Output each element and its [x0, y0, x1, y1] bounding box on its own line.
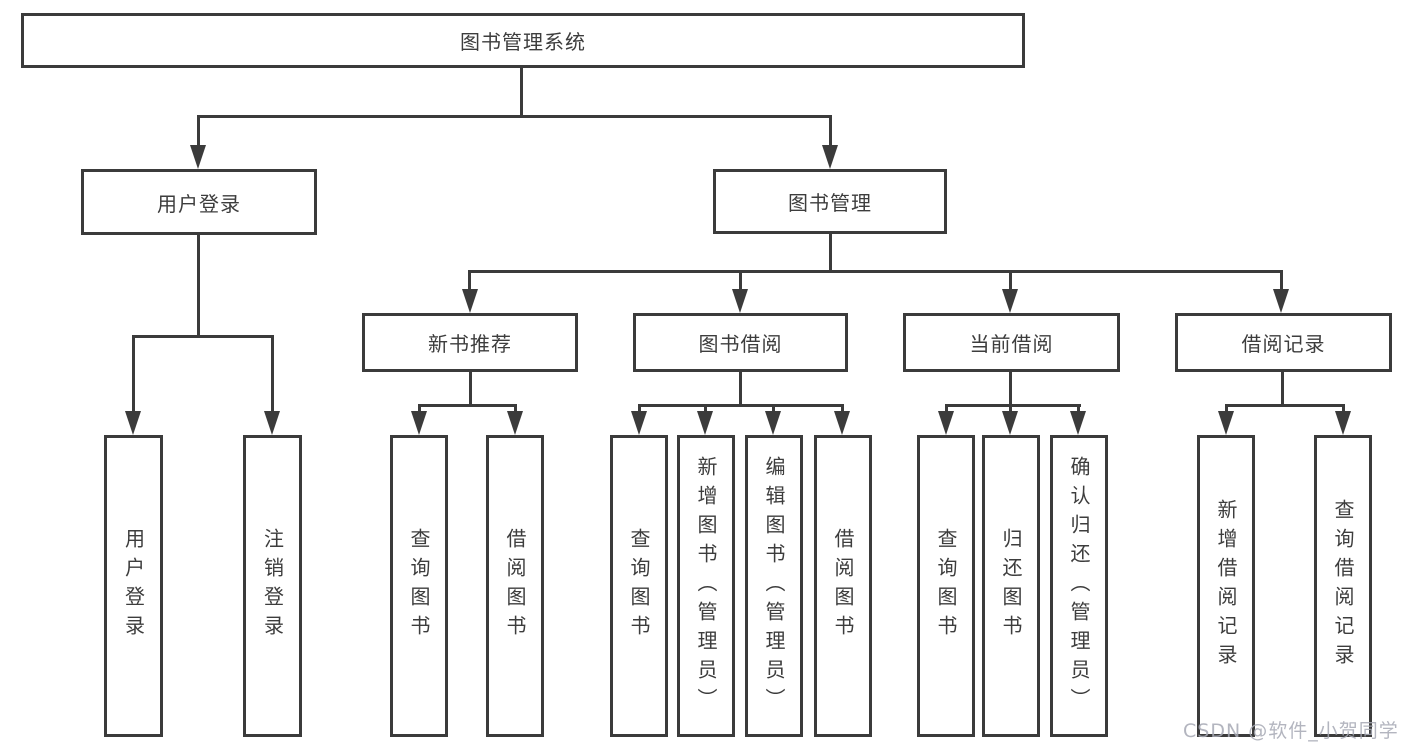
connector-borrowrecord-rail — [1225, 404, 1345, 407]
leaf-bb-edit-label: 编辑图书（管理员） — [762, 455, 786, 717]
connector-bookborrow-stem — [739, 372, 742, 406]
arrow-down-icon — [822, 145, 838, 169]
connector-bookmgmt-drop2 — [739, 270, 742, 289]
arrow-down-icon — [834, 411, 850, 435]
connector-newbook-drop2 — [514, 404, 517, 411]
connector-borrowrecord-drop1 — [1225, 404, 1228, 411]
node-borrow-record-label: 借阅记录 — [1241, 332, 1326, 356]
leaf-user-login: 用户登录 — [104, 435, 163, 737]
node-current-borrow: 当前借阅 — [903, 313, 1120, 372]
node-book-borrow: 图书借阅 — [633, 313, 848, 372]
leaf-logout: 注销登录 — [243, 435, 302, 737]
node-user-login: 用户登录 — [81, 169, 317, 235]
arrow-down-icon — [462, 289, 478, 313]
connector-bookmgmt-drop3 — [1009, 270, 1012, 289]
node-new-book: 新书推荐 — [362, 313, 578, 372]
node-borrow-record: 借阅记录 — [1175, 313, 1392, 372]
node-book-borrow-label: 图书借阅 — [698, 332, 783, 356]
connector-root-left-drop — [197, 115, 200, 145]
connector-currentborrow-rail — [945, 404, 1081, 407]
leaf-newbook-borrow-label: 借阅图书 — [503, 528, 527, 644]
connector-bookmgmt-drop4 — [1280, 270, 1283, 289]
node-book-mgmt-label: 图书管理 — [788, 191, 872, 215]
leaf-logout-label: 注销登录 — [260, 528, 285, 644]
arrow-down-icon — [732, 289, 748, 313]
leaf-cb-return: 归还图书 — [982, 435, 1040, 737]
arrow-down-icon — [1002, 289, 1018, 313]
connector-bookborrow-drop1 — [638, 404, 641, 411]
leaf-user-login-label: 用户登录 — [121, 528, 146, 644]
connector-bookmgmt-stem — [829, 234, 832, 273]
connector-currentborrow-drop3 — [1077, 404, 1080, 411]
node-user-login-label: 用户登录 — [157, 191, 241, 216]
arrow-down-icon — [190, 145, 206, 169]
connector-bookborrow-drop2 — [704, 404, 707, 411]
connector-userlogin-drop2 — [271, 335, 274, 411]
leaf-bb-query: 查询图书 — [610, 435, 668, 737]
arrow-down-icon — [1273, 289, 1289, 313]
connector-root-rail — [197, 115, 832, 118]
leaf-cb-confirm: 确认归还（管理员） — [1050, 435, 1108, 737]
leaf-cb-return-label: 归还图书 — [999, 528, 1023, 644]
node-book-mgmt: 图书管理 — [713, 169, 947, 234]
arrow-down-icon — [1218, 411, 1234, 435]
connector-root-stem — [520, 68, 523, 118]
leaf-bb-edit: 编辑图书（管理员） — [745, 435, 803, 737]
arrow-down-icon — [1002, 411, 1018, 435]
connector-bookborrow-drop3 — [772, 404, 775, 411]
leaf-br-query-label: 查询借阅记录 — [1331, 499, 1355, 673]
connector-bookmgmt-drop1 — [468, 270, 471, 289]
leaf-cb-confirm-label: 确认归还（管理员） — [1067, 455, 1091, 717]
connector-newbook-stem — [469, 372, 472, 406]
connector-newbook-drop1 — [418, 404, 421, 411]
connector-borrowrecord-stem — [1281, 372, 1284, 406]
connector-root-right-drop — [829, 115, 832, 145]
arrow-down-icon — [411, 411, 427, 435]
node-new-book-label: 新书推荐 — [428, 332, 512, 356]
connector-bookborrow-rail — [638, 404, 844, 407]
leaf-newbook-query-label: 查询图书 — [407, 528, 431, 644]
arrow-down-icon — [631, 411, 647, 435]
connector-newbook-rail — [418, 404, 517, 407]
leaf-br-add-label: 新增借阅记录 — [1214, 499, 1238, 673]
connector-userlogin-rail — [132, 335, 274, 338]
connector-borrowrecord-drop2 — [1342, 404, 1345, 411]
leaf-bb-borrow-label: 借阅图书 — [831, 528, 855, 644]
connector-currentborrow-drop1 — [945, 404, 948, 411]
arrow-down-icon — [507, 411, 523, 435]
node-root-label: 图书管理系统 — [460, 30, 586, 54]
leaf-bb-borrow: 借阅图书 — [814, 435, 872, 737]
leaf-newbook-query: 查询图书 — [390, 435, 448, 737]
leaf-cb-query-label: 查询图书 — [934, 528, 958, 644]
arrow-down-icon — [938, 411, 954, 435]
connector-userlogin-stem — [197, 235, 200, 337]
leaf-br-add: 新增借阅记录 — [1197, 435, 1255, 737]
leaf-bb-add-label: 新增图书（管理员） — [694, 455, 718, 717]
arrow-down-icon — [1335, 411, 1351, 435]
connector-currentborrow-stem — [1009, 372, 1012, 406]
arrow-down-icon — [765, 411, 781, 435]
leaf-br-query: 查询借阅记录 — [1314, 435, 1372, 737]
leaf-bb-add: 新增图书（管理员） — [677, 435, 735, 737]
arrow-down-icon — [264, 411, 280, 435]
leaf-cb-query: 查询图书 — [917, 435, 975, 737]
node-current-borrow-label: 当前借阅 — [969, 332, 1054, 356]
connector-currentborrow-drop2 — [1009, 404, 1012, 411]
arrow-down-icon — [1070, 411, 1086, 435]
connector-bookborrow-drop4 — [841, 404, 844, 411]
connector-userlogin-drop1 — [132, 335, 135, 411]
connector-bookmgmt-rail — [468, 270, 1282, 273]
arrow-down-icon — [125, 411, 141, 435]
leaf-newbook-borrow: 借阅图书 — [486, 435, 544, 737]
node-root: 图书管理系统 — [21, 13, 1025, 68]
arrow-down-icon — [697, 411, 713, 435]
watermark: CSDN @软件_小贺同学 — [1183, 720, 1399, 742]
leaf-bb-query-label: 查询图书 — [627, 528, 651, 644]
